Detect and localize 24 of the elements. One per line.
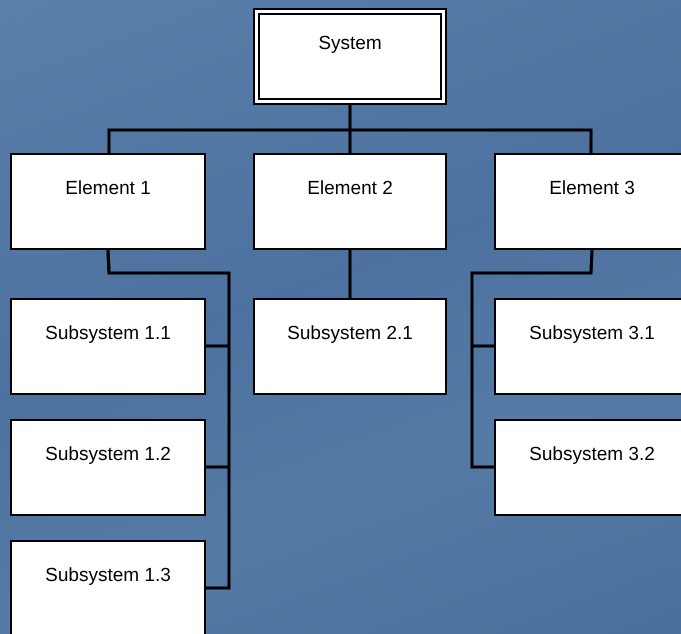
system-box: [253, 8, 447, 105]
subsystem-box: [10, 298, 206, 395]
element-box: [253, 153, 447, 250]
box-label: Subsystem 2.1: [287, 323, 413, 345]
subsystem-box: [253, 298, 447, 395]
subsystem-box: [494, 298, 681, 395]
box-label: Subsystem 1.3: [45, 565, 171, 587]
element-box: [494, 153, 681, 250]
connector-line: [348, 105, 592, 153]
box-label: Subsystem 3.2: [529, 444, 655, 466]
connector-line: [106, 250, 230, 590]
box-label: Element 1: [65, 178, 151, 200]
connector-line: [470, 250, 594, 468]
box-label: Subsystem 3.1: [529, 323, 655, 345]
subsystem-box: [10, 419, 206, 516]
box-label: Subsystem 1.2: [45, 444, 171, 466]
box-label: Subsystem 1.1: [45, 323, 171, 345]
connector-line: [348, 250, 352, 298]
box-label: System: [318, 33, 382, 55]
box-label: Element 3: [549, 178, 635, 200]
element-box: [10, 153, 206, 250]
subsystem-box: [494, 419, 681, 516]
box-label: Element 2: [307, 178, 393, 200]
subsystem-box: [10, 540, 206, 634]
